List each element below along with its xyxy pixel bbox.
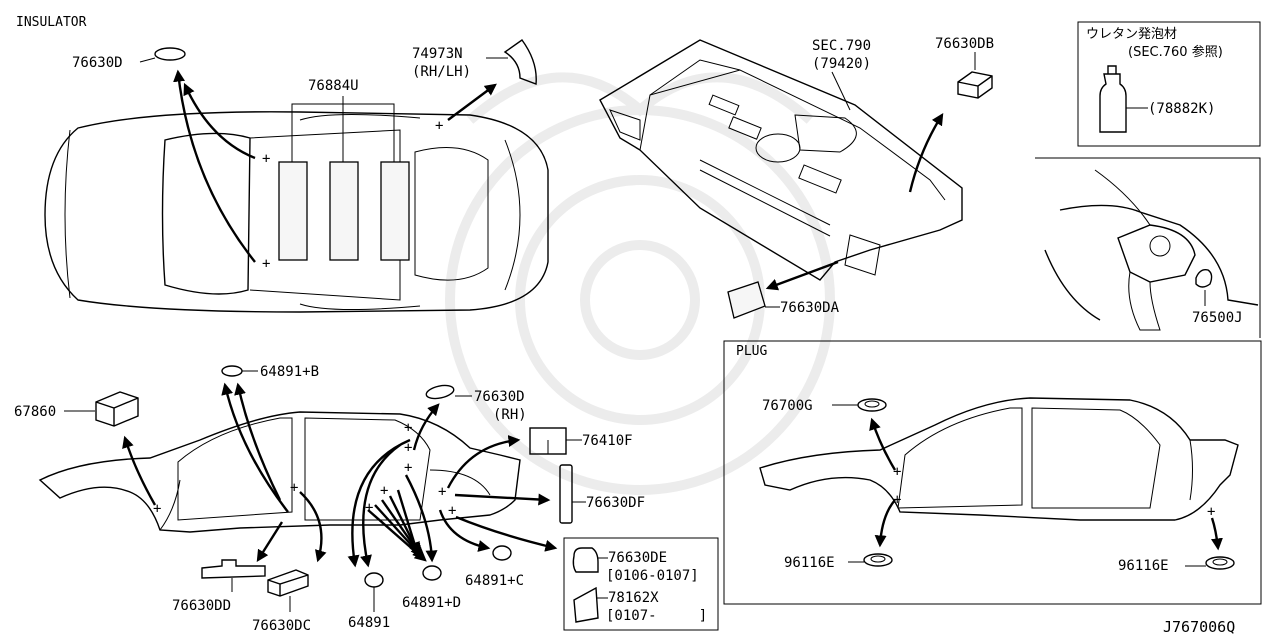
leader-fan-64891d bbox=[367, 474, 438, 563]
plug-76500j-icon bbox=[1195, 268, 1213, 288]
part-date-76630de: [0106-0107] bbox=[606, 568, 699, 584]
fastener-mark: + bbox=[893, 464, 901, 480]
part-note-76630d-rh: (RH) bbox=[493, 407, 527, 423]
part-label-76630de: 76630DE bbox=[608, 550, 667, 566]
fastener-mark: + bbox=[262, 151, 270, 167]
insulator-76630de-icon bbox=[572, 547, 599, 573]
body-side-view: + + + + + + + + + bbox=[38, 411, 521, 533]
part-note-74973n: (RH/LH) bbox=[412, 64, 471, 80]
part-label-78162x: 78162X bbox=[608, 590, 659, 606]
insulator-76630df-icon bbox=[559, 464, 573, 524]
part-label-96116e-left: 96116E bbox=[784, 555, 835, 571]
section-label-insulator: INSULATOR bbox=[16, 15, 87, 30]
fastener-mark: + bbox=[893, 492, 901, 508]
fastener-mark: + bbox=[262, 256, 270, 272]
insulator-78162x-icon bbox=[573, 586, 599, 623]
part-label-76410f: 76410F bbox=[582, 433, 633, 449]
rear-fender-inset bbox=[1035, 157, 1261, 338]
section-ref-sec790: SEC.790 bbox=[812, 38, 871, 54]
plug-96116e-left-icon bbox=[863, 553, 893, 567]
fastener-mark: + bbox=[438, 484, 446, 500]
fastener-mark: + bbox=[448, 503, 456, 519]
part-label-78882k: (78882K) bbox=[1148, 101, 1215, 117]
insulator-76630d-icon bbox=[154, 47, 186, 61]
part-label-76630db: 76630DB bbox=[935, 36, 994, 52]
insulator-76630da-icon bbox=[727, 281, 766, 319]
part-label-64891c: 64891+C bbox=[465, 573, 524, 589]
part-label-96116e-right: 96116E bbox=[1118, 558, 1169, 574]
plug-76700g-icon bbox=[857, 398, 887, 412]
insulator-76630dd-icon bbox=[201, 559, 266, 579]
part-label-64891b: 64891+B bbox=[260, 364, 319, 380]
insulator-76630d-rh-icon bbox=[425, 384, 455, 400]
plug-96116e-right-icon bbox=[1205, 556, 1235, 570]
fastener-mark: + bbox=[380, 483, 388, 499]
floor-pad-center bbox=[329, 161, 359, 261]
plug-64891c-icon bbox=[492, 545, 512, 561]
part-label-76630df: 76630DF bbox=[586, 495, 645, 511]
part-label-76630d-rh: 76630D bbox=[474, 389, 525, 405]
car-top-view: + + + bbox=[44, 111, 549, 313]
fastener-mark: + bbox=[404, 420, 412, 436]
fastener-mark: + bbox=[365, 500, 373, 516]
diagram-code: J767006Q bbox=[1163, 618, 1235, 636]
part-label-76700g: 76700G bbox=[762, 398, 813, 414]
part-label-64891d: 64891+D bbox=[402, 595, 461, 611]
urethane-box-title: ウレタン発泡材 bbox=[1086, 27, 1177, 42]
part-label-76630da: 76630DA bbox=[780, 300, 840, 316]
plug-64891b-icon bbox=[221, 365, 243, 377]
insulator-76630db-icon bbox=[957, 71, 993, 99]
part-date-78162x: [0107- ] bbox=[606, 608, 707, 624]
plug-64891d-icon bbox=[422, 565, 442, 581]
part-label-74973n: 74973N bbox=[412, 46, 463, 62]
fastener-mark: + bbox=[153, 501, 161, 517]
section-label-plug: PLUG bbox=[736, 344, 767, 359]
plug-section-frame bbox=[723, 340, 1262, 605]
insulator-67860-icon bbox=[95, 391, 139, 427]
part-label-76630dc: 76630DC bbox=[252, 618, 311, 634]
part-label-76884u: 76884U bbox=[308, 78, 359, 94]
part-label-67860: 67860 bbox=[14, 404, 56, 420]
variant-box-76630de-78162x: 76630DE [0106-0107] 78162X [0107- ] bbox=[563, 537, 719, 631]
section-ref-79420: (79420) bbox=[812, 56, 871, 72]
fastener-mark: + bbox=[290, 480, 298, 496]
plug-body-side-view: + + + bbox=[759, 397, 1239, 521]
plug-64891-icon bbox=[364, 572, 384, 588]
urethane-foam-box: ウレタン発泡材 (SEC.760 参照) (78882K) bbox=[1077, 21, 1261, 147]
fastener-mark: + bbox=[435, 118, 443, 134]
rear-panel-assembly bbox=[599, 39, 963, 281]
foam-bottle-icon bbox=[1099, 65, 1127, 133]
part-label-76630dd: 76630DD bbox=[172, 598, 231, 614]
insulator-76630dc-icon bbox=[267, 569, 309, 597]
floor-pad-right bbox=[380, 161, 410, 261]
watermark-emblem bbox=[445, 72, 835, 495]
urethane-box-ref: (SEC.760 参照) bbox=[1128, 44, 1223, 60]
part-label-64891: 64891 bbox=[348, 615, 390, 631]
floor-pad-left bbox=[278, 161, 308, 261]
fastener-mark: + bbox=[404, 440, 412, 456]
insulator-74973n-icon bbox=[503, 39, 537, 85]
part-label-76630d: 76630D bbox=[72, 55, 123, 71]
floor-insulator-pads bbox=[278, 161, 410, 261]
part-label-76500j: 76500J bbox=[1192, 310, 1243, 326]
fastener-mark: + bbox=[404, 460, 412, 476]
fastener-mark: + bbox=[1207, 504, 1215, 520]
